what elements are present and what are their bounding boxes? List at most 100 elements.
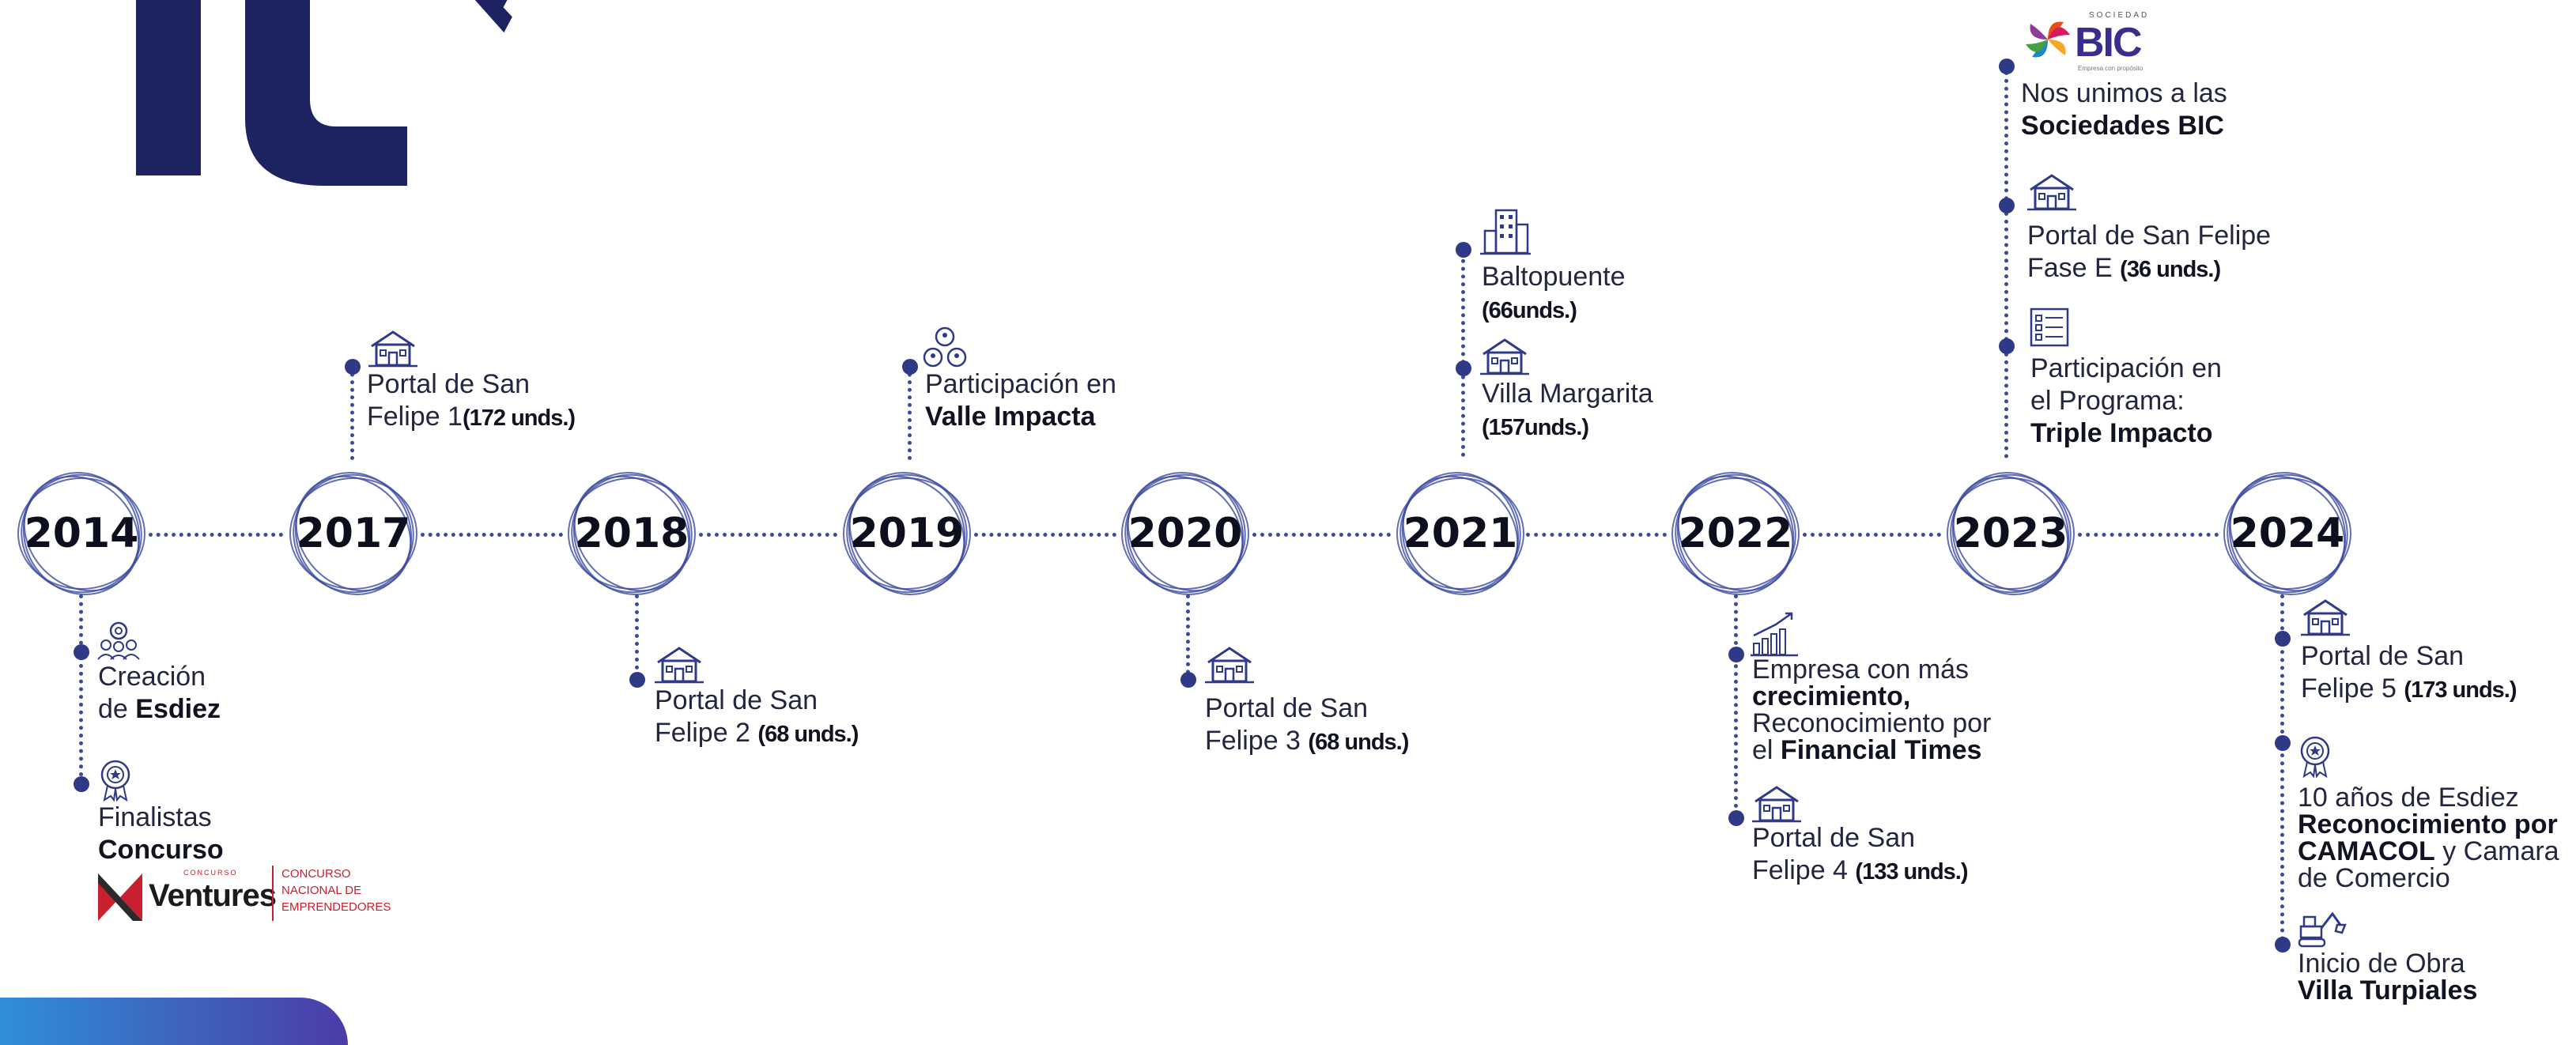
event-highlight: CAMACOL [2298,836,2435,866]
event-dot [1999,58,2015,74]
bic-pinwheel-icon [2026,21,2070,58]
event-dot [74,776,89,792]
timeline-connector [1252,533,1391,537]
event-line: Participación en [2030,353,2222,383]
event-line: Felipe 1 [367,402,463,432]
event-line: Portal de San [367,369,531,399]
event-highlight: Esdiez [135,694,221,724]
event-line: Portal de San Felipe [2027,221,2272,251]
event-line: Finalistas [98,802,212,832]
event-highlight: Triple Impacto [2030,418,2213,448]
growth-chart-icon [1751,612,1798,657]
year-ring [843,472,971,595]
house-icon [368,330,417,368]
timeline-connector [1803,533,1941,537]
event-2019-text: Participación en Valle Impacta [925,368,1116,433]
event-stem [1186,594,1190,681]
ventures-mark-icon [98,873,142,921]
units-label: (68 unds.) [757,722,859,747]
event-line: de [98,694,128,724]
event-highlight: Villa Turpiales [2298,975,2478,1005]
event-highlight: Sociedades BIC [2021,111,2224,141]
event-line: Fase E [2027,253,2113,283]
building-icon [1480,209,1531,255]
year-node-2018: 2018 [565,466,699,601]
year-label: 2024 [2230,510,2345,557]
bic-top-label: SOCIEDAD [2089,11,2150,20]
ventures-tagline-line: EMPRENDEDORES [281,900,391,914]
ventures-tagline-line: CONCURSO [281,867,351,881]
event-line: Portal de San [2301,641,2465,671]
units-label: (173 unds.) [2404,677,2517,703]
event-2023-triple-impacto-text: Participación en el Programa: Triple Imp… [2030,353,2222,450]
units-label: (172 unds.) [462,406,576,431]
house-icon [2027,174,2076,211]
event-dot [1999,338,2015,354]
year-node-2014: 2014 [14,466,149,601]
ventures-tagline-line: NACIONAL DE [281,884,362,897]
house-icon [1752,786,1801,823]
timeline-connector [1526,533,1667,537]
units-label: (133 unds.) [1855,859,1968,885]
year-node-2020: 2020 [1118,466,1252,601]
event-line: el [1752,735,1773,765]
event-line: Portal de San [655,685,818,715]
event-line: Felipe 2 [655,718,750,748]
timeline-connector [699,533,837,537]
year-node-2023: 2023 [1943,466,2078,601]
event-line: Inicio de Obra [2298,949,2465,979]
event-line: el Programa: [2030,386,2185,416]
house-icon [1205,647,1254,684]
award-badge-icon [100,760,130,802]
event-dot [629,672,645,688]
event-line: Felipe 5 [2301,673,2397,704]
logo-zero-arc [245,0,407,186]
year-label: 2014 [24,510,139,557]
event-dot [1456,360,1471,376]
year-label: 2018 [574,510,689,557]
event-dot [345,359,361,375]
house-icon [2301,599,2350,636]
timeline-connector [974,533,1116,537]
logo-anos-text: AÑO [427,0,633,43]
checklist-icon [2030,307,2069,347]
event-2017-text: Portal de San Felipe 1(172 unds.) [367,368,576,435]
event-dot [74,644,89,660]
timeline-connector [2078,533,2219,537]
units-label: (36 unds.) [2120,257,2221,282]
year-ring [568,472,696,595]
year-ring [1121,472,1249,595]
ventures-divider [272,866,274,921]
event-2022-felipe4-text: Portal de San Felipe 4 (133 unds.) [1752,822,1969,888]
event-highlight: Valle Impacta [925,402,1096,432]
event-2020-text: Portal de San Felipe 3 (68 unds.) [1205,692,1409,759]
year-ring [289,472,417,595]
event-dot [1728,810,1744,826]
year-ring [1947,472,2075,595]
ventures-name: Ventures [149,878,277,913]
year-label: 2022 [1678,510,1793,557]
event-2014-finalistas-text: Finalistas Concurso [98,802,224,866]
event-line: de Comercio [2298,863,2450,893]
units-label: (157unds.) [1482,415,1589,440]
event-2021-baltopuente-text: Baltopuente (66unds.) [1482,261,1626,327]
year-label: 2017 [296,510,411,557]
event-2023-fase-e-text: Portal de San Felipe Fase E (36 unds.) [2027,220,2271,286]
event-highlight: crecimiento, [1752,681,1911,711]
event-highlight: Concurso [98,835,224,865]
event-dot [902,359,918,375]
event-stem [2280,594,2284,949]
house-icon [1480,338,1529,375]
event-dot [1999,198,2015,213]
year-ring [2223,472,2351,595]
event-line: Empresa con más [1752,655,1969,685]
year-label: 2019 [849,510,965,557]
event-dot [2275,735,2291,751]
event-line: Creación [98,662,206,692]
event-highlight: Reconocimiento por [2298,809,2558,839]
event-dot [1180,672,1196,688]
event-2024-camacol-text: 10 años de Esdiez Reconocimiento por CAM… [2298,784,2559,892]
event-stem [635,594,639,677]
people-network-icon [923,326,967,368]
year-node-2019: 2019 [840,466,974,601]
